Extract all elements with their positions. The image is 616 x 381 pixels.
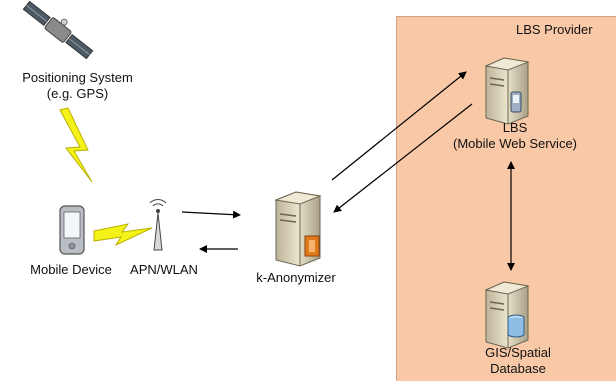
positioning-system-label: Positioning System (e.g. GPS) bbox=[0, 70, 155, 102]
anonymizer-server-icon bbox=[274, 191, 322, 267]
satellite-icon bbox=[22, 0, 94, 60]
positioning-system-name: Positioning System bbox=[22, 70, 133, 85]
arrow-lbs-to-anonymizer bbox=[333, 103, 473, 213]
lbs-description: (Mobile Web Service) bbox=[452, 136, 578, 151]
lbs-label: LBS (Mobile Web Service) bbox=[430, 120, 600, 152]
lbs-server-icon bbox=[484, 57, 530, 125]
database-server-icon bbox=[484, 281, 530, 349]
wireless-link-gps-icon bbox=[59, 107, 93, 183]
lbs-name: LBS bbox=[502, 120, 528, 135]
positioning-system-example: (e.g. GPS) bbox=[46, 86, 109, 101]
gis-type: Database bbox=[490, 361, 546, 376]
gis-name: GIS/Spatial bbox=[485, 345, 551, 360]
apn-wlan-label: APN/WLAN bbox=[130, 262, 198, 277]
mobile-device-icon bbox=[59, 205, 85, 255]
arrow-apn-to-anonymizer bbox=[181, 210, 241, 219]
k-anonymizer-label: k-Anonymizer bbox=[256, 270, 336, 285]
mobile-device-label: Mobile Device bbox=[30, 262, 112, 277]
wireless-link-apn-icon bbox=[93, 223, 153, 247]
provider-label: LBS Provider bbox=[516, 22, 593, 37]
gis-database-label: GIS/Spatial Database bbox=[468, 345, 568, 377]
antenna-icon bbox=[149, 199, 167, 251]
arrow-anonymizer-to-lbs bbox=[331, 71, 467, 181]
